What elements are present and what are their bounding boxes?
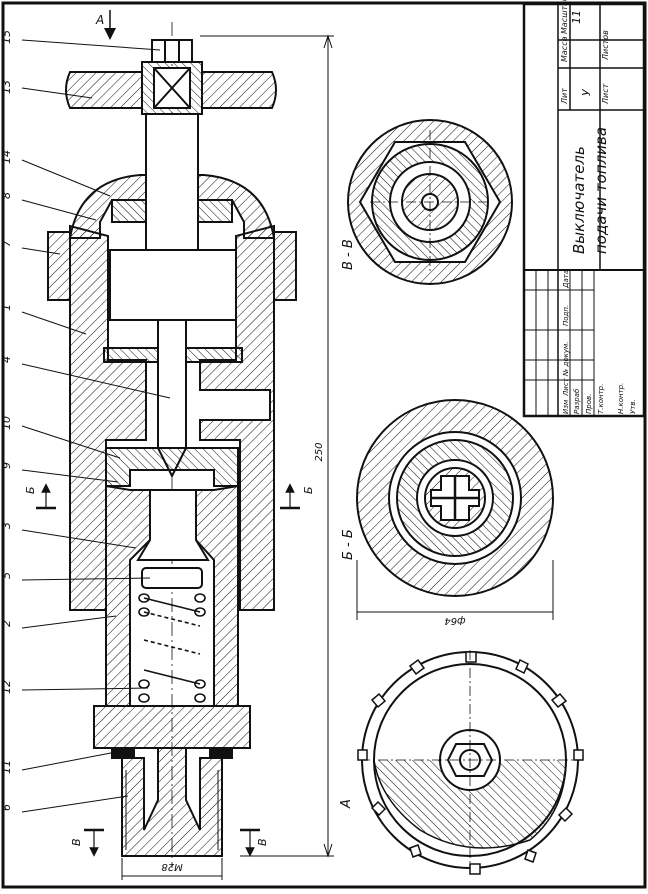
lower-housing-right: [195, 484, 239, 707]
section-bb-view: [356, 399, 554, 597]
side-outlet: [200, 389, 270, 421]
callout-10: 10: [0, 416, 13, 430]
callout-2: 2: [0, 620, 13, 627]
callout-3: 3: [0, 522, 13, 529]
title-block-text: Выключатель подачи топлива Лит Масса Мас…: [560, 0, 637, 414]
title-block: [522, 2, 646, 418]
section-vv-label: В - В: [341, 239, 356, 270]
callout-5: 5: [0, 572, 13, 579]
inner-piston: [109, 249, 237, 321]
section-vv-view: [347, 119, 513, 285]
stamp-role-check: Пров.: [585, 394, 593, 414]
valve-plug: [136, 489, 210, 561]
stamp-role-ncontrol: Н.контр.: [617, 383, 625, 414]
main-longitudinal-section: [47, 22, 297, 868]
callout-8: 8: [0, 192, 13, 199]
sheet-code: 11: [570, 10, 583, 24]
callout-6: 6: [0, 804, 13, 811]
top-nut: [151, 39, 193, 63]
stamp-col-list: Лист: [562, 377, 570, 397]
stamp-col-date: Дата: [562, 270, 570, 289]
callout-14: 14: [0, 150, 13, 164]
callout-9: 9: [0, 462, 13, 469]
dimension-m28-label: M28: [161, 861, 182, 872]
stamp-col-izm: Изм: [562, 399, 570, 414]
seat-insert: [105, 447, 239, 487]
dimension-250-label: 250: [314, 442, 325, 461]
body-left-wall: [69, 224, 147, 611]
section-bb-cut-left: Б: [24, 486, 37, 494]
stamp-role-approve: Утв.: [629, 399, 637, 414]
gasket-left: [111, 747, 135, 759]
callout-leaders: [21, 39, 171, 813]
stamp-sheets-header: Листов: [601, 30, 610, 61]
stamp-sheet-header: Лист: [601, 83, 610, 105]
valve-stem: [145, 113, 199, 255]
dimension-overall-height: [200, 34, 334, 858]
stamp-litera: У: [580, 88, 593, 96]
section-vv-cut-left: В: [70, 838, 83, 846]
stamp-col-doc: № докум.: [562, 341, 570, 377]
dimension-flange: [356, 560, 554, 620]
dimension-f64-label: ф64: [444, 615, 465, 626]
section-bb-label: Б - Б: [341, 529, 356, 560]
stamp-role-dev: Разраб: [573, 388, 581, 414]
drawing-title-line2: подачи топлива: [592, 127, 610, 254]
thread-right: [273, 231, 297, 301]
section-vv-cut-right: В: [256, 838, 269, 846]
packing-right: [197, 199, 233, 223]
lower-housing-left: [105, 484, 151, 707]
view-a-label: А: [339, 799, 354, 809]
callout-1: 1: [0, 304, 13, 311]
stamp-lit-header: Лит: [560, 88, 569, 105]
callout-11: 11: [0, 760, 13, 774]
callout-4: 4: [0, 356, 13, 363]
bottom-fitting: [121, 747, 223, 857]
handwheel-left: [65, 71, 143, 109]
callout-12: 12: [0, 680, 13, 694]
callout-numbers: 15 13 14 8 7 1 4 10 9 3 5 2 12 11 6: [0, 30, 13, 811]
stamp-col-sign: Подп.: [562, 305, 570, 326]
view-a-handwheel: [357, 650, 584, 875]
view-a-arrow-label: А: [95, 13, 104, 27]
handwheel-right: [201, 71, 277, 109]
stamp-mass-header: Масса: [560, 36, 569, 62]
callout-15: 15: [0, 30, 13, 44]
section-bb-cut-right: Б: [302, 486, 315, 494]
dimension-thread: [121, 858, 223, 880]
stamp-role-tcontrol: Т.контр.: [597, 384, 605, 414]
spring: [138, 593, 206, 703]
callout-7: 7: [0, 240, 13, 247]
stamp-scale-header: Масштаб: [560, 0, 569, 34]
gasket-right: [209, 747, 233, 759]
thread-left: [47, 231, 71, 301]
callout-13: 13: [0, 80, 13, 94]
bottom-flange: [93, 705, 251, 749]
valve-disk: [141, 567, 203, 589]
drawing-title-line1: Выключатель: [570, 146, 588, 254]
packing-left: [111, 199, 147, 223]
